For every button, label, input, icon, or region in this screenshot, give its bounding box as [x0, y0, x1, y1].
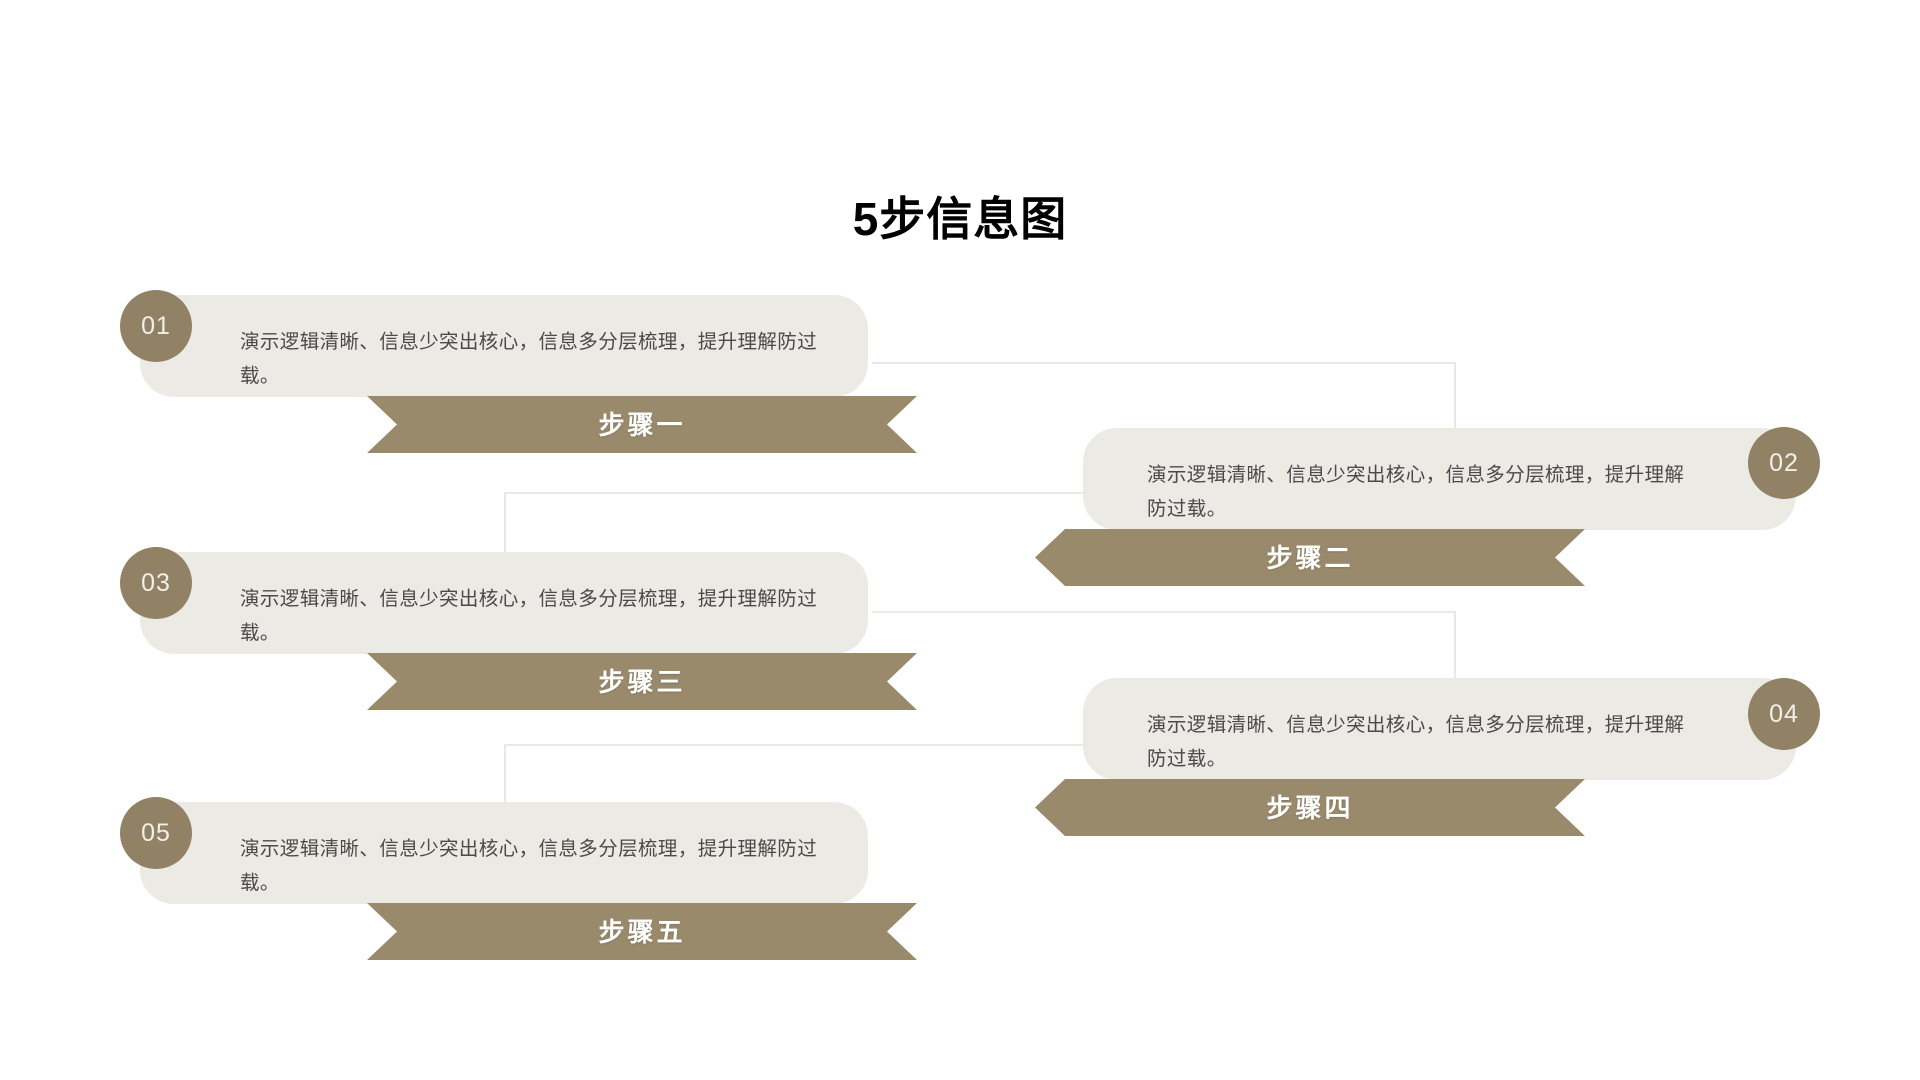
step-ribbon-05[interactable]: 步骤五: [367, 903, 917, 960]
step-badge-04[interactable]: 04: [1748, 678, 1820, 750]
step-ribbon-03[interactable]: 步骤三: [367, 653, 917, 710]
step-card-05[interactable]: 演示逻辑清晰、信息少突出核心，信息多分层梳理，提升理解防过载。: [140, 802, 868, 904]
step-description-05: 演示逻辑清晰、信息少突出核心，信息多分层梳理，提升理解防过载。: [240, 838, 818, 895]
step-label-05: 步骤五: [598, 916, 686, 947]
step-description-01: 演示逻辑清晰、信息少突出核心，信息多分层梳理，提升理解防过载。: [240, 331, 818, 388]
step-badge-05[interactable]: 05: [120, 797, 192, 869]
step-badge-03[interactable]: 03: [120, 547, 192, 619]
step-card-02[interactable]: 演示逻辑清晰、信息少突出核心，信息多分层梳理，提升理解防过载。: [1083, 428, 1796, 530]
step-label-02: 步骤二: [1266, 542, 1354, 573]
step-card-03[interactable]: 演示逻辑清晰、信息少突出核心，信息多分层梳理，提升理解防过载。: [140, 552, 868, 654]
step-badge-01[interactable]: 01: [120, 290, 192, 362]
step-badge-02[interactable]: 02: [1748, 427, 1820, 499]
step-label-04: 步骤四: [1266, 792, 1354, 823]
step-description-02: 演示逻辑清晰、信息少突出核心，信息多分层梳理，提升理解防过载。: [1147, 464, 1685, 521]
step-ribbon-01[interactable]: 步骤一: [367, 396, 917, 453]
step-card-04[interactable]: 演示逻辑清晰、信息少突出核心，信息多分层梳理，提升理解防过载。: [1083, 678, 1796, 780]
step-description-04: 演示逻辑清晰、信息少突出核心，信息多分层梳理，提升理解防过载。: [1147, 714, 1685, 771]
step-description-03: 演示逻辑清晰、信息少突出核心，信息多分层梳理，提升理解防过载。: [240, 588, 818, 645]
step-label-01: 步骤一: [598, 409, 686, 440]
step-ribbon-04[interactable]: 步骤四: [1035, 779, 1585, 836]
step-card-01[interactable]: 演示逻辑清晰、信息少突出核心，信息多分层梳理，提升理解防过载。: [140, 295, 868, 397]
page-title: 5步信息图: [852, 193, 1068, 245]
step-ribbon-02[interactable]: 步骤二: [1035, 529, 1585, 586]
step-label-03: 步骤三: [598, 666, 686, 697]
